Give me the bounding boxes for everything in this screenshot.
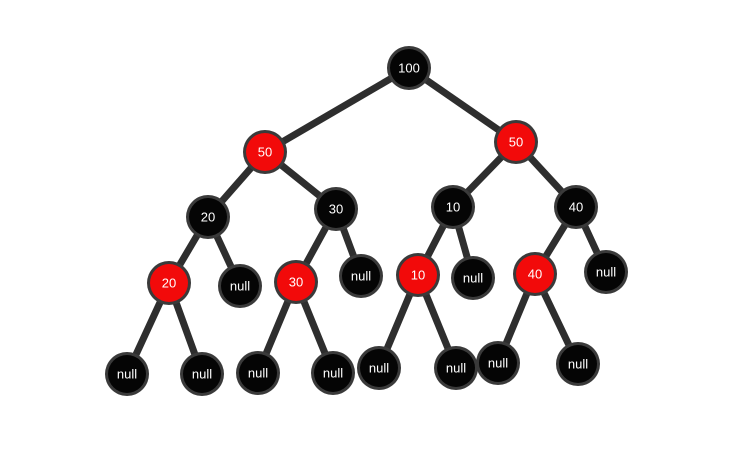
node-circle	[557, 188, 595, 226]
node-label: 10	[446, 200, 460, 215]
node-circle	[108, 355, 146, 393]
node-circle	[277, 263, 315, 301]
node-circle	[246, 133, 284, 171]
node-circle	[317, 190, 355, 228]
node-label: null	[488, 356, 508, 371]
node-label: 40	[528, 267, 542, 282]
tree-node-n20b: 20	[147, 261, 191, 305]
node-label: 10	[411, 268, 425, 283]
node-label: null	[446, 361, 466, 376]
node-label: null	[248, 366, 268, 381]
tree-node-null4: null	[584, 250, 628, 294]
nodes-layer: 100 50 50 20 30 10 40 20 null 30 null 10 null 40 null n…	[105, 46, 628, 396]
node-label: null	[117, 367, 137, 382]
node-circle	[189, 198, 227, 236]
tree-node-n100: 100	[387, 46, 431, 90]
tree-node-null5: null	[105, 352, 149, 396]
tree-node-n20a: 20	[186, 195, 230, 239]
node-circle	[516, 255, 554, 293]
tree-node-n50a: 50	[243, 130, 287, 174]
node-label: 40	[569, 200, 583, 215]
node-label: 50	[258, 145, 272, 160]
tree-node-null1: null	[218, 264, 262, 308]
edge-n100-n50a	[263, 64, 411, 156]
node-label: 30	[329, 202, 343, 217]
node-label: 50	[509, 135, 523, 150]
node-label: 20	[201, 210, 215, 225]
node-circle	[399, 256, 437, 294]
node-circle	[314, 354, 352, 392]
node-label: null	[463, 271, 483, 286]
node-label: 30	[289, 275, 303, 290]
node-circle	[360, 349, 398, 387]
tree-node-null9: null	[357, 346, 401, 390]
node-circle	[559, 345, 597, 383]
tree-node-null10: null	[434, 346, 478, 390]
node-label: null	[596, 265, 616, 280]
node-circle	[479, 344, 517, 382]
tree-node-n30b: 30	[274, 260, 318, 304]
node-circle	[183, 355, 221, 393]
tree-node-n40b: 40	[513, 252, 557, 296]
node-label: 20	[162, 276, 176, 291]
tree-node-null3: null	[451, 256, 495, 300]
tree-node-null2: null	[339, 254, 383, 298]
tree-node-null12: null	[556, 342, 600, 386]
node-circle	[390, 49, 428, 87]
node-circle	[239, 354, 277, 392]
node-label: null	[351, 269, 371, 284]
node-label: null	[230, 279, 250, 294]
tree-node-null11: null	[476, 341, 520, 385]
tree-node-n40a: 40	[554, 185, 598, 229]
tree-node-n50b: 50	[494, 120, 538, 164]
tree-node-null7: null	[236, 351, 280, 395]
node-circle	[497, 123, 535, 161]
tree-node-null6: null	[180, 352, 224, 396]
node-label: 100	[398, 61, 420, 76]
node-circle	[342, 257, 380, 295]
tree-node-n30a: 30	[314, 187, 358, 231]
node-circle	[150, 264, 188, 302]
node-label: null	[323, 366, 343, 381]
node-label: null	[369, 361, 389, 376]
node-circle	[434, 188, 472, 226]
node-circle	[454, 259, 492, 297]
node-circle	[221, 267, 259, 305]
node-label: null	[568, 357, 588, 372]
node-label: null	[192, 367, 212, 382]
node-circle	[587, 253, 625, 291]
tree-node-n10a: 10	[431, 185, 475, 229]
tree-node-null8: null	[311, 351, 355, 395]
tree-node-n10b: 10	[396, 253, 440, 297]
node-circle	[437, 349, 475, 387]
